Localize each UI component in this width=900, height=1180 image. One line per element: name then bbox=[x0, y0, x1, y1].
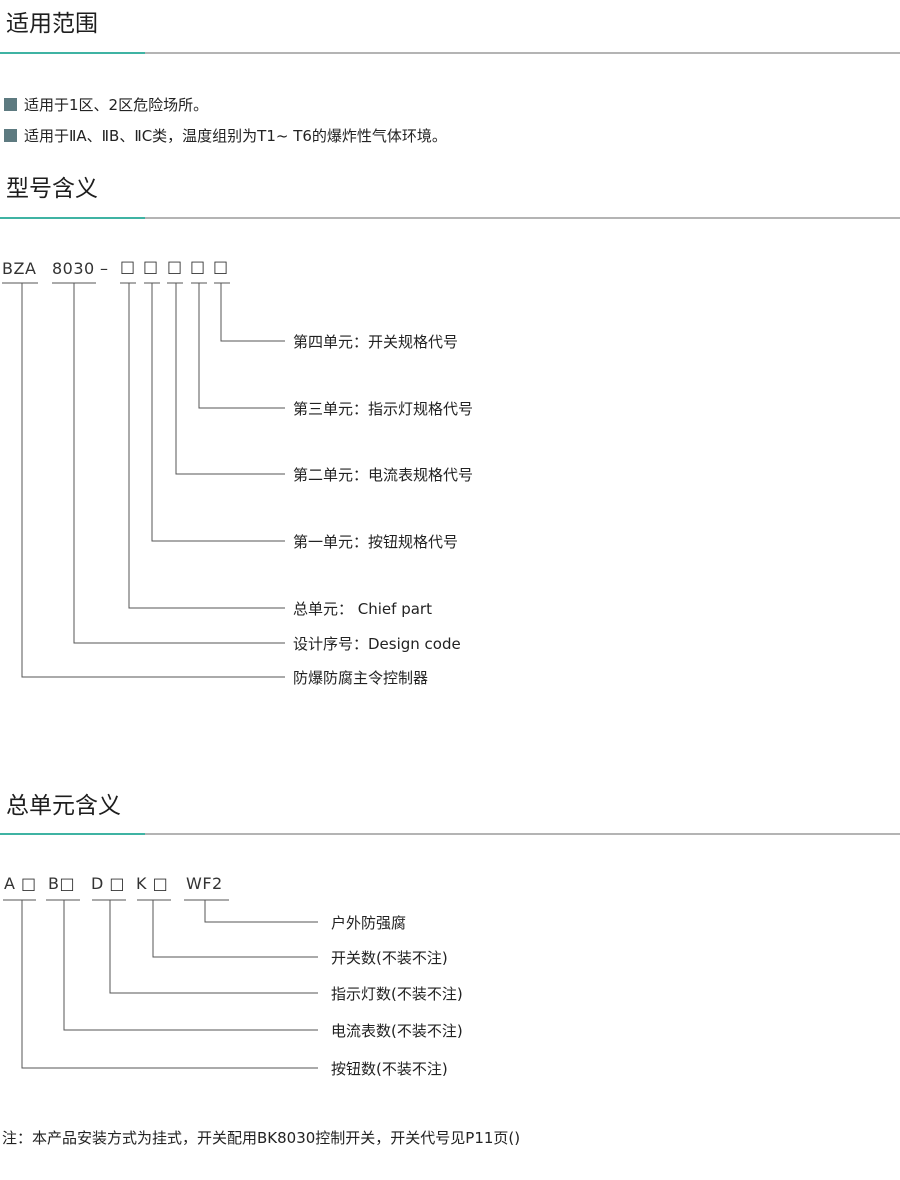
square-bullet-icon bbox=[4, 98, 17, 111]
label-unit-3: 第三单元：指示灯规格代号 bbox=[293, 400, 474, 418]
code-box-5: □ bbox=[213, 257, 229, 276]
label-switch-count: 开关数(不装不注) bbox=[331, 949, 448, 967]
bullet-text: 适用于1区、2区危险场所。 bbox=[24, 96, 209, 114]
section-title-scope: 适用范围 bbox=[6, 11, 98, 37]
code-part-a: A □ bbox=[4, 874, 37, 893]
bullet-item: 适用于ⅡA、ⅡB、ⅡC类，温度组别为T1~ T6的爆炸性气体环境。 bbox=[4, 125, 447, 146]
label-outdoor-anticorrosion: 户外防强腐 bbox=[331, 914, 407, 932]
label-unit-2: 第二单元：电流表规格代号 bbox=[293, 466, 474, 484]
code-box-4: □ bbox=[190, 257, 206, 276]
code-box-3: □ bbox=[167, 257, 183, 276]
label-indicator-count: 指示灯数(不装不注) bbox=[331, 985, 463, 1003]
bullet-item: 适用于1区、2区危险场所。 bbox=[4, 94, 208, 115]
label-product-name: 防爆防腐主令控制器 bbox=[293, 669, 429, 687]
code-box-2: □ bbox=[143, 257, 159, 276]
section-divider bbox=[0, 833, 900, 835]
label-unit-4: 第四单元：开关规格代号 bbox=[293, 333, 459, 351]
bullet-text: 适用于ⅡA、ⅡB、ⅡC类，温度组别为T1~ T6的爆炸性气体环境。 bbox=[24, 127, 447, 145]
section-divider bbox=[0, 52, 900, 54]
section-divider bbox=[0, 217, 900, 219]
section-title-general-unit: 总单元含义 bbox=[6, 793, 121, 819]
label-unit-1: 第一单元：按钮规格代号 bbox=[293, 533, 459, 551]
code-part-dash: – bbox=[100, 259, 109, 278]
code-part-wf2: WF2 bbox=[186, 874, 223, 893]
code-part-b: B□ bbox=[48, 874, 76, 893]
square-bullet-icon bbox=[4, 129, 17, 142]
code-part-8030: 8030 bbox=[52, 259, 95, 278]
label-ammeter-count: 电流表数(不装不注) bbox=[331, 1022, 463, 1040]
label-button-count: 按钮数(不装不注) bbox=[331, 1060, 448, 1078]
code-part-d: D □ bbox=[91, 874, 126, 893]
label-chief-part: 总单元： Chief part bbox=[293, 600, 432, 618]
section-title-model: 型号含义 bbox=[6, 176, 98, 202]
label-design-code: 设计序号：Design code bbox=[293, 635, 461, 653]
code-part-k: K □ bbox=[136, 874, 169, 893]
code-part-bza: BZA bbox=[2, 259, 37, 278]
code-box-1: □ bbox=[120, 257, 136, 276]
footnote: 注：本产品安装方式为挂式，开关配用BK8030控制开关，开关代号见P11页() bbox=[2, 1129, 521, 1147]
